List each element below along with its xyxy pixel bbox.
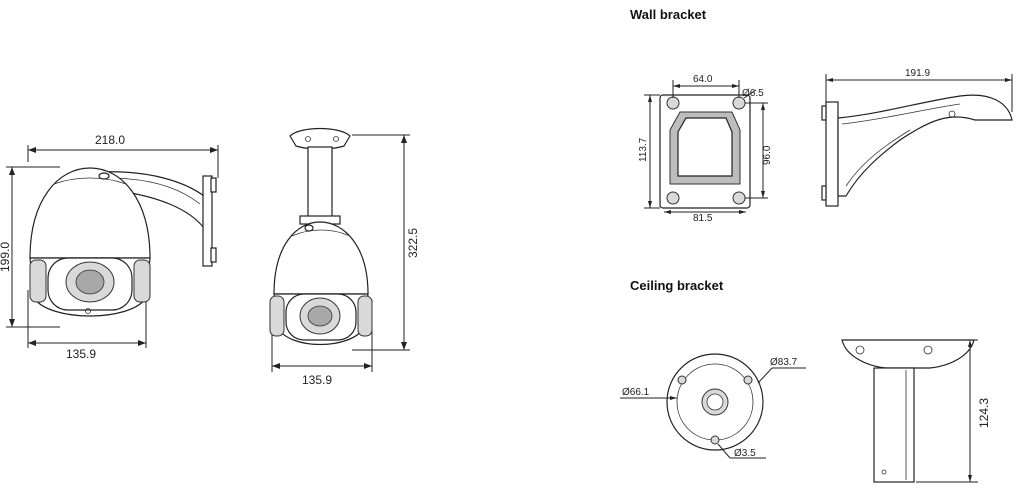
- arrowhead: [28, 340, 36, 346]
- wall-bracket-arm: [837, 94, 1013, 197]
- mount-hole: [743, 375, 753, 385]
- dim-label-height: 124.3: [977, 398, 991, 428]
- dim-label-outer-dia: Ø83.7: [770, 357, 798, 368]
- arrowhead: [364, 363, 372, 369]
- dim-label-plate-height: 113.7: [638, 137, 649, 162]
- arrowhead: [401, 342, 407, 350]
- dim-label-width: 135.9: [66, 347, 96, 361]
- camera-ceiling-mount-view: 322.5 135.9: [269, 127, 420, 387]
- dim-label-hole-dia: Ø6.5: [742, 88, 764, 99]
- dim-label-hole-spacing-vertical: 96.0: [762, 145, 773, 165]
- arrowhead: [272, 363, 280, 369]
- mount-hole: [677, 375, 687, 385]
- arrowhead: [210, 147, 218, 153]
- wall-bracket-front-view: 64.0 Ø6.5 113.7 96.0 81.5: [638, 74, 773, 224]
- wall-bracket-title: Wall bracket: [630, 7, 707, 22]
- mount-hole: [666, 96, 680, 110]
- dim-label-height: 199.0: [0, 242, 12, 272]
- dim-label-hole-dia: Ø3.5: [734, 448, 756, 459]
- ceiling-cap: [289, 127, 351, 150]
- ceiling-bracket-top-view: Ø83.7 Ø66.1 Ø3.5: [620, 353, 806, 459]
- dim-label-side-length: 191.9: [905, 68, 930, 79]
- ceiling-bracket-side-view: 124.3: [841, 339, 991, 483]
- arrowhead: [9, 167, 15, 175]
- dim-label-hole-spacing-top: 64.0: [693, 74, 713, 85]
- arrowhead: [138, 340, 146, 346]
- camera-dome: [273, 221, 369, 295]
- ceiling-bracket-pole: [873, 367, 915, 483]
- arrowhead: [28, 147, 36, 153]
- dim-label-plate-width: 81.5: [693, 213, 713, 224]
- camera-wall-mount-view: 218.0 199.0 135.9: [0, 133, 219, 361]
- wall-plate: [202, 175, 213, 267]
- mount-hole: [710, 435, 720, 445]
- wall-bracket-side-view: 191.9: [821, 68, 1013, 207]
- mount-hole: [732, 191, 746, 205]
- dim-label-inner-dia: Ø66.1: [622, 387, 650, 398]
- ceiling-bracket-cap: [841, 339, 975, 369]
- ceiling-bracket-title: Ceiling bracket: [630, 278, 724, 293]
- arrowhead: [401, 135, 407, 143]
- ceiling-pole: [307, 146, 333, 222]
- dim-label-total-height: 322.5: [406, 228, 420, 258]
- dim-label-bracket-length: 218.0: [95, 133, 125, 147]
- arrowhead: [9, 319, 15, 327]
- mount-hole: [666, 191, 680, 205]
- camera-dome: [29, 167, 151, 259]
- dim-label-width: 135.9: [302, 373, 332, 387]
